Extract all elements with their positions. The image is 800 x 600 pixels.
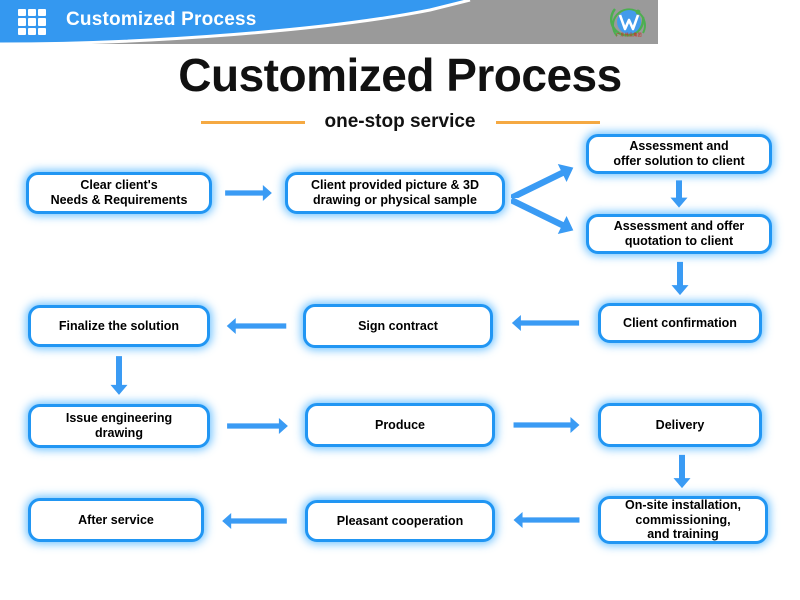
- flow-node-label: Assessment and offer quotation to client: [613, 219, 745, 248]
- flow-node-label: Issue engineering drawing: [65, 411, 173, 440]
- flow-node-produce[interactable]: Produce: [305, 403, 495, 447]
- arrow-confirmation-to-sign: [511, 315, 580, 331]
- flow-node-label: Client provided picture & 3D drawing or …: [310, 178, 480, 207]
- arrow-onsite-to-cooperation: [513, 512, 580, 528]
- subtitle-rule-right: [495, 120, 600, 124]
- arrow-solution-to-quote: [670, 180, 688, 208]
- arrow-client-to-quote: [511, 197, 574, 234]
- arrow-client-to-solution: [511, 164, 574, 198]
- flow-node-label: Pleasant cooperation: [336, 513, 464, 528]
- flow-node-assessment-quote[interactable]: Assessment and offer quotation to client: [586, 214, 772, 254]
- flow-node-label: On-site installation, commissioning, and…: [625, 497, 741, 542]
- company-logo-icon: [610, 8, 646, 37]
- flow-node-finalize-solution[interactable]: Finalize the solution: [28, 305, 210, 347]
- flow-node-label: Client confirmation: [623, 315, 737, 330]
- arrow-delivery-to-onsite: [673, 454, 690, 489]
- flow-node-after-service[interactable]: After service: [28, 498, 204, 542]
- header-curve-band: [0, 0, 658, 44]
- flow-node-issue-drawing[interactable]: Issue engineering drawing: [28, 404, 210, 448]
- arrow-cooperation-to-after: [222, 513, 287, 529]
- flow-node-client-provided[interactable]: Client provided picture & 3D drawing or …: [285, 172, 505, 214]
- flow-node-label: Delivery: [655, 417, 705, 432]
- flow-node-label: Produce: [374, 417, 425, 432]
- flow-node-delivery[interactable]: Delivery: [598, 403, 762, 447]
- subtitle-row: one-stop service: [0, 111, 800, 133]
- flow-node-label: Finalize the solution: [58, 318, 180, 333]
- page-subtitle: one-stop service: [324, 111, 476, 132]
- arrow-finalize-to-drawing: [110, 356, 128, 395]
- flow-node-assessment-solution[interactable]: Assessment and offer solution to client: [586, 134, 772, 174]
- arrow-clear-to-client: [225, 185, 272, 201]
- subtitle-rule-left: [200, 120, 305, 124]
- grid-icon[interactable]: [18, 9, 46, 35]
- arrow-sign-to-finalize: [226, 318, 287, 334]
- flow-node-label: After service: [78, 512, 154, 527]
- flow-node-label: Sign contract: [358, 318, 438, 333]
- flow-node-sign-contract[interactable]: Sign contract: [303, 304, 493, 348]
- header-title: Customized Process: [66, 9, 257, 30]
- arrow-drawing-to-produce: [227, 418, 288, 434]
- flow-node-label: Assessment and offer solution to client: [613, 139, 745, 168]
- flow-node-onsite-install[interactable]: On-site installation, commissioning, and…: [598, 496, 768, 544]
- flow-node-label: Clear client's Needs & Requirements: [50, 178, 188, 207]
- flow-node-client-confirmation[interactable]: Client confirmation: [598, 303, 762, 343]
- slide-header: Customized Process 广东伟业集团: [0, 0, 658, 44]
- arrow-produce-to-delivery: [513, 417, 580, 433]
- flow-node-pleasant-coop[interactable]: Pleasant cooperation: [305, 500, 495, 542]
- company-logo-caption: 广东伟业集团: [616, 32, 642, 37]
- page-title: Customized Process: [178, 49, 622, 101]
- flow-node-clear-needs[interactable]: Clear client's Needs & Requirements: [26, 172, 212, 214]
- arrow-quote-to-confirmation: [671, 261, 688, 296]
